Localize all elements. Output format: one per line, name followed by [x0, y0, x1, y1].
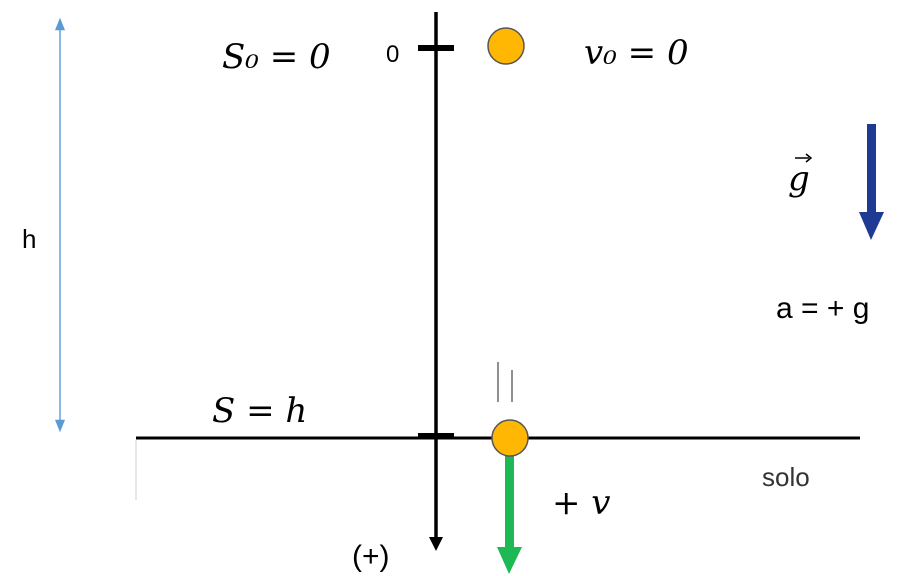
ball-final: [491, 419, 529, 457]
velocity-arrow-head: [497, 547, 522, 574]
ground-label: solo: [762, 462, 810, 492]
final-position-label: S = h: [212, 391, 307, 431]
initial-position-label: S₀ = 0: [222, 37, 331, 77]
height-label: h: [22, 224, 36, 254]
positive-direction-label: (+): [352, 540, 390, 573]
gravity-arrow-shaft: [867, 124, 876, 214]
gravity-symbol: g: [788, 159, 810, 199]
ball-initial: [487, 27, 525, 65]
velocity-arrow-shaft: [505, 456, 514, 550]
origin-tick-label: 0: [386, 41, 399, 68]
initial-velocity-label: v₀ = 0: [584, 33, 689, 73]
acceleration-label: a = + g: [776, 292, 869, 325]
gravity-vector-arrowhead: [805, 153, 813, 163]
velocity-label: + v: [552, 483, 611, 523]
gravity-arrow-head: [859, 212, 884, 240]
